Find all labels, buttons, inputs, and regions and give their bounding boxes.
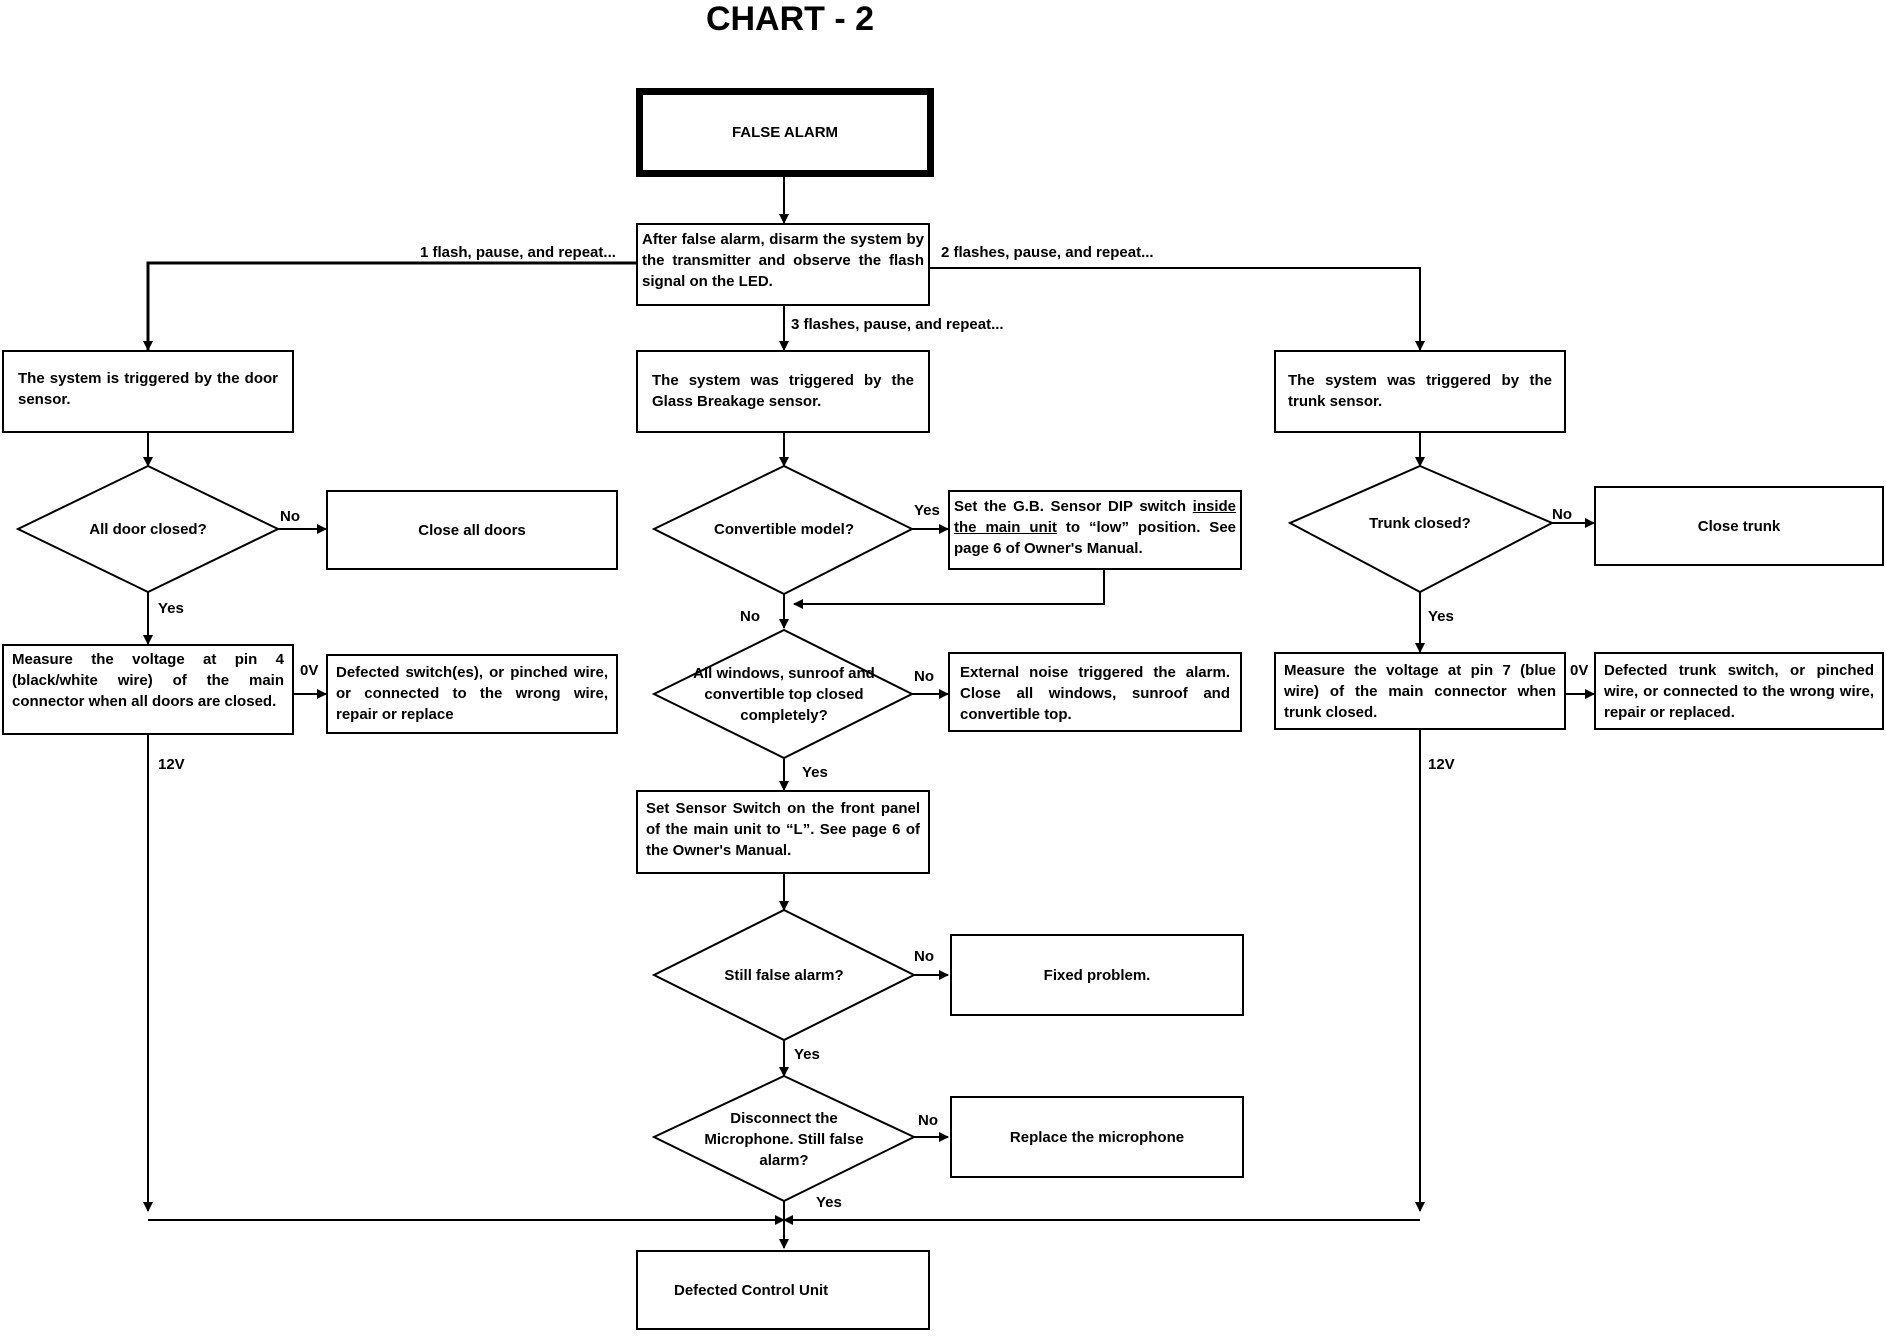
- node-false-alarm: FALSE ALARM: [636, 88, 934, 177]
- node-external-noise-text: External noise triggered the alarm. Clos…: [960, 664, 1230, 723]
- decision-convertible-text: Convertible model?: [713, 520, 855, 538]
- diamond-windows: [651, 628, 915, 760]
- label-two-flashes: 2 flashes, pause, and repeat...: [941, 244, 1154, 261]
- diamond-doors: [15, 464, 281, 594]
- node-gb-dip-text-b: inside the main unit: [954, 498, 1237, 536]
- node-gb-dip: Set the G.B. Sensor DIP switch inside th…: [948, 490, 1242, 570]
- label-12v-left: 12V: [158, 756, 185, 773]
- page-title: CHART - 2: [705, 0, 875, 38]
- node-sensor-switch: Set Sensor Switch on the front panel of …: [636, 790, 930, 874]
- node-external-noise: External noise triggered the alarm. Clos…: [948, 652, 1242, 732]
- node-close-trunk: Close trunk: [1594, 486, 1884, 566]
- node-glass-sensor-text: The system was triggered by the Glass Br…: [652, 372, 914, 410]
- diamond-still: [651, 908, 917, 1042]
- node-trunk-sensor-text: The system was triggered by the trunk se…: [1288, 372, 1552, 410]
- node-door-sensor-text: The system is triggered by the door sens…: [18, 370, 278, 408]
- diamond-trunk: [1287, 464, 1555, 594]
- node-door-sensor: The system is triggered by the door sens…: [2, 350, 294, 433]
- arrow-dip-return: [793, 570, 1105, 609]
- decision-still-text: Still false alarm?: [724, 966, 844, 984]
- node-sensor-switch-text: Set Sensor Switch on the front panel of …: [646, 800, 920, 859]
- node-disarm: After false alarm, disarm the system by …: [636, 223, 930, 306]
- label-yes-mic: Yes: [816, 1194, 842, 1211]
- node-trunk-sensor: The system was triggered by the trunk se…: [1274, 350, 1566, 433]
- label-yes-trunk: Yes: [1428, 608, 1454, 625]
- label-no-mic: No: [918, 1112, 938, 1129]
- node-gb-dip-text-c: to “low” position. See page 6 of Owner's…: [954, 519, 1237, 557]
- arrow-disarm-to-door: [143, 261, 636, 351]
- node-close-trunk-text: Close trunk: [1697, 517, 1781, 535]
- node-control-unit: Defected Control Unit: [636, 1250, 930, 1330]
- diamond-mic: [651, 1074, 917, 1203]
- arrow-disarm-to-trunk: [930, 267, 1425, 351]
- label-no-convertible: No: [740, 608, 760, 625]
- label-yes-still: Yes: [794, 1046, 820, 1063]
- decision-trunk-text: Trunk closed?: [1369, 514, 1471, 532]
- node-defect-trunk: Defected trunk switch, or pinched wire, …: [1594, 652, 1884, 730]
- node-measure-pin4: Measure the voltage at pin 4 (black/whit…: [2, 644, 294, 735]
- node-fixed-text: Fixed problem.: [1043, 966, 1151, 984]
- decision-windows-text: All windows, sunroof and convertible top…: [693, 664, 875, 724]
- node-glass-sensor: The system was triggered by the Glass Br…: [636, 350, 930, 433]
- decision-doors-text: All door closed?: [89, 520, 207, 538]
- node-replace-mic: Replace the microphone: [950, 1096, 1244, 1178]
- label-0v-pin4: 0V: [300, 662, 319, 679]
- node-measure-pin4-text: Measure the voltage at pin 4 (black/whit…: [12, 651, 284, 710]
- label-three-flashes: 3 flashes, pause, and repeat...: [791, 316, 1004, 333]
- label-one-flash: 1 flash, pause, and repeat...: [420, 244, 616, 261]
- node-fixed: Fixed problem.: [950, 934, 1244, 1016]
- node-replace-mic-text: Replace the microphone: [1009, 1128, 1185, 1146]
- node-close-doors-text: Close all doors: [418, 521, 526, 539]
- node-gb-dip-text-a: Set the G.B. Sensor DIP switch: [954, 498, 1187, 515]
- node-disarm-text: After false alarm, disarm the system by …: [642, 231, 924, 290]
- label-12v-right: 12V: [1428, 756, 1455, 773]
- label-yes-doors: Yes: [158, 600, 184, 617]
- node-defect-trunk-text: Defected trunk switch, or pinched wire, …: [1604, 662, 1874, 721]
- node-defect-switch: Defected switch(es), or pinched wire, or…: [326, 654, 618, 734]
- label-0v-pin7: 0V: [1570, 662, 1589, 679]
- node-measure-pin7: Measure the voltage at pin 7 (blue wire)…: [1274, 652, 1566, 730]
- label-yes-windows: Yes: [802, 764, 828, 781]
- decision-mic-text: Disconnect the Microphone. Still false a…: [704, 1109, 864, 1169]
- diamond-convertible: [651, 464, 915, 596]
- label-no-windows: No: [914, 668, 934, 685]
- label-no-trunk: No: [1552, 506, 1572, 523]
- node-control-unit-text: Defected Control Unit: [674, 1281, 829, 1299]
- label-no-still: No: [914, 948, 934, 965]
- label-yes-convertible: Yes: [914, 502, 940, 519]
- node-close-doors: Close all doors: [326, 490, 618, 570]
- label-no-doors: No: [280, 508, 300, 525]
- node-defect-switch-text: Defected switch(es), or pinched wire, or…: [336, 664, 608, 723]
- node-measure-pin7-text: Measure the voltage at pin 7 (blue wire)…: [1284, 662, 1556, 721]
- node-false-alarm-text: FALSE ALARM: [731, 124, 839, 141]
